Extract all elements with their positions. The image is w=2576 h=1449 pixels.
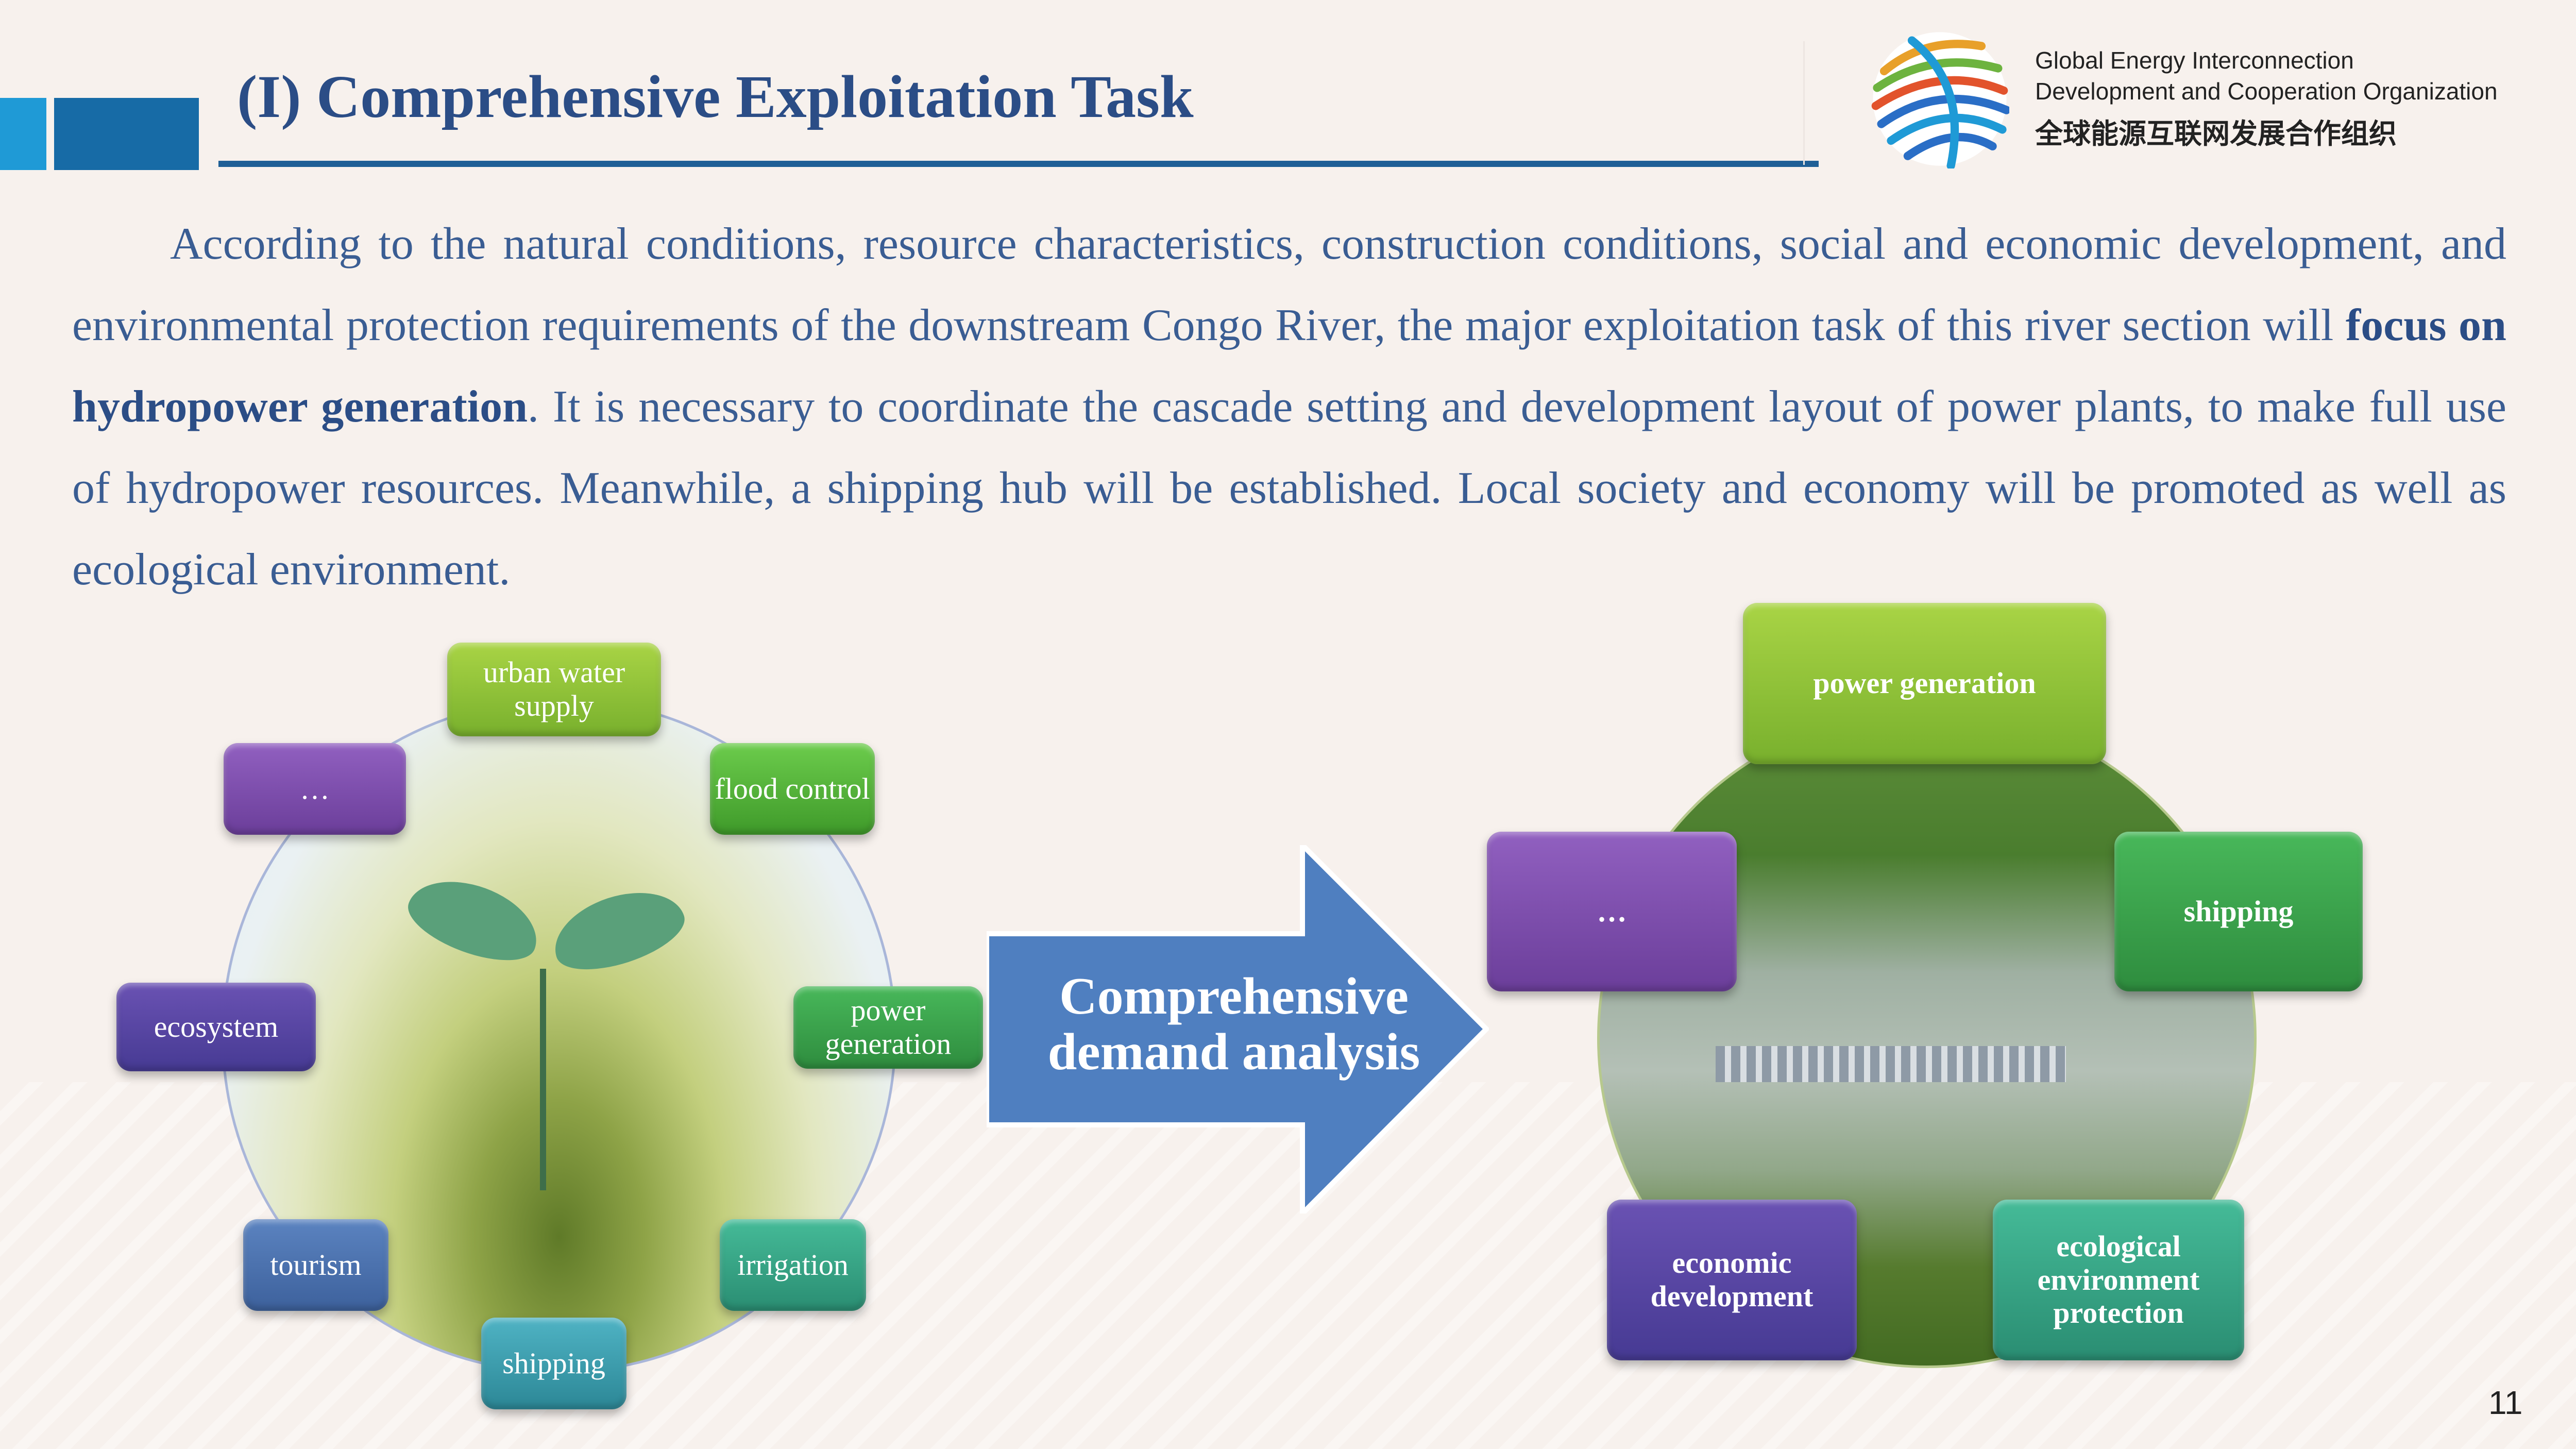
- right-item-more: …: [1487, 832, 1737, 991]
- divider: [1803, 41, 1805, 165]
- paragraph-text: According to the natural conditions, res…: [72, 219, 2506, 350]
- left-item-shipping: shipping: [481, 1318, 626, 1409]
- left-item-urban-water-supply: urban water supply: [447, 643, 661, 736]
- left-item-flood-control: flood control: [710, 743, 875, 835]
- left-item-ecosystem: ecosystem: [116, 983, 316, 1071]
- seedling-stem: [540, 969, 546, 1190]
- organization-logo-icon: [1871, 32, 2009, 169]
- logo-text-chinese: 全球能源互联网发展合作组织: [2035, 117, 2397, 150]
- header-accent-dark: [54, 98, 199, 170]
- logo-text-line1: Global Energy Interconnection: [2035, 47, 2354, 74]
- right-item-shipping: shipping: [2114, 832, 2363, 991]
- logo-text-line2: Development and Cooperation Organization: [2035, 78, 2498, 105]
- header-accent-light: [0, 98, 46, 170]
- arrow-label: Comprehensive demand analysis: [1047, 967, 1420, 1081]
- page-number: 11: [2488, 1384, 2523, 1421]
- title-underline: [218, 161, 1819, 167]
- intro-paragraph: According to the natural conditions, res…: [72, 204, 2506, 611]
- left-item-tourism: tourism: [243, 1219, 388, 1311]
- right-item-ecological-environment-protection: ecological environment protection: [1993, 1200, 2244, 1360]
- right-item-power-generation: power generation: [1743, 603, 2106, 764]
- dam-structure: [1716, 1046, 2066, 1082]
- left-item-irrigation: irrigation: [720, 1219, 866, 1311]
- page-title: (I) Comprehensive Exploitation Task: [237, 63, 1194, 130]
- left-item-more: …: [224, 743, 406, 835]
- left-item-power-generation: power generation: [793, 986, 983, 1069]
- right-item-economic-development: economic development: [1607, 1200, 1857, 1360]
- paragraph-text: . It is necessary to coordinate the casc…: [72, 382, 2506, 595]
- arrow-icon: [987, 845, 1489, 1214]
- paragraph-emphasis: focus on hydropower generation: [72, 300, 2506, 432]
